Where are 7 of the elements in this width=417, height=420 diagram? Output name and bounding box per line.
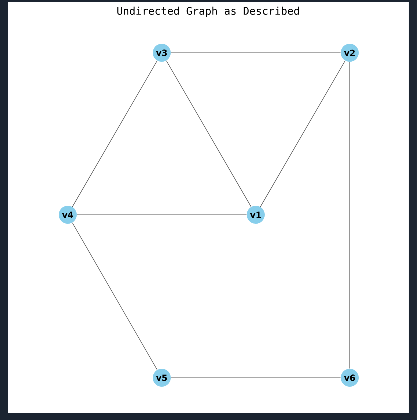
edge-line [76,214,248,216]
edge-line [72,60,158,208]
title: Undirected Graph as Described [118,6,300,18]
edge-line [170,52,342,54]
edge-line [260,60,346,208]
edge-line [72,222,158,370]
edge-line [166,60,252,208]
